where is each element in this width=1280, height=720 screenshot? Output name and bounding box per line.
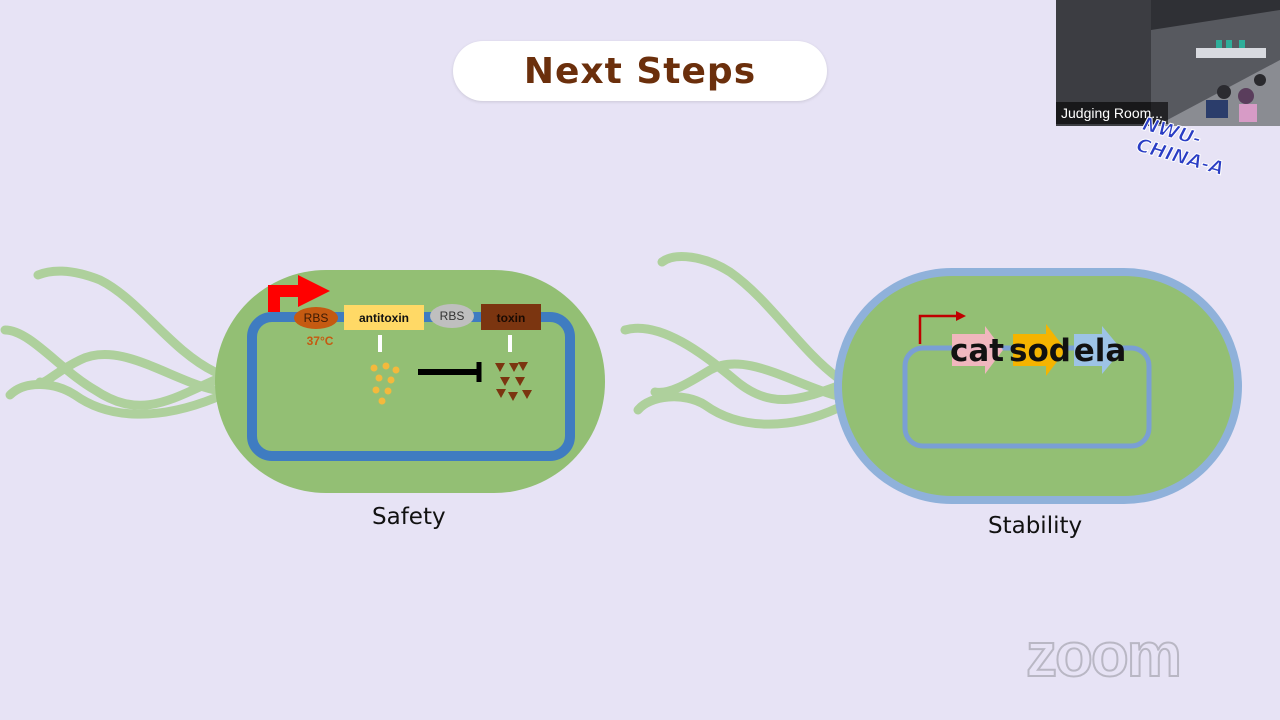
stability-flagella [620,252,843,429]
antitoxin-gene [344,305,424,330]
zoom-watermark: zoom [1025,620,1183,691]
ela-gene-label: ela [1074,333,1127,369]
antitoxin-molecules [370,362,400,405]
cat-gene-label: cat [950,333,1004,369]
slide-title: Next Steps [523,50,757,92]
cat-gene-arrow [952,326,1003,374]
temperature-label: 37°C [307,334,334,348]
safety-flagella [0,266,220,419]
rbs-label-2: RBS [440,309,465,323]
toxin-gene [481,304,541,330]
promoter-arrow-icon [268,275,330,312]
toxin-molecules [495,362,532,401]
participant-name-label: Judging Room... [1056,102,1168,124]
rbs-ellipse-2 [430,304,474,328]
rbs-ellipse-1 [294,307,338,329]
participant-video-tile[interactable]: Judging Room... [1056,0,1280,126]
stability-cell [834,268,1242,504]
sod-gene-arrow [1013,324,1066,376]
safety-caption: Safety [372,504,446,530]
rbs-label-1: RBS [304,311,329,325]
toxin-label: toxin [497,311,526,325]
inhibition-arrow-icon [418,362,482,382]
antitoxin-label: antitoxin [359,311,409,325]
stability-caption: Stability [988,513,1083,539]
ela-gene-arrow [1074,326,1122,374]
stability-promoter-icon [918,311,966,344]
title-banner: Next Steps [453,41,827,101]
sod-gene-label: sod [1009,333,1071,369]
